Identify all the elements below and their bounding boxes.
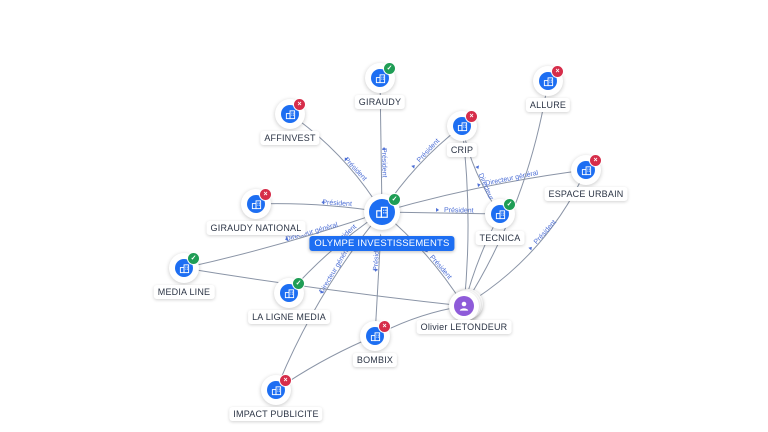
company-node-impact-publicite[interactable]: × [261,374,292,405]
company-node-crip[interactable]: × [447,110,478,141]
company-label[interactable]: CRIP [446,143,478,157]
close-badge-icon: × [378,320,391,333]
edge-arrow-icon [284,236,289,241]
edge-label-group: Président [342,156,367,182]
edge-center-person [381,211,465,307]
company-node-giraudy[interactable]: ✓ [365,62,396,93]
center-company-node[interactable]: ✓ [364,193,401,230]
edge-label-group: Président [424,248,453,281]
close-badge-icon: × [259,188,272,201]
company-label[interactable]: TECNICA [475,231,525,245]
edge-arrow-icon [477,183,481,188]
edge-label-group: Président [436,207,474,215]
edge-label-group: Président [321,199,352,208]
company-node-espace-urbain[interactable]: × [571,154,602,185]
company-label[interactable]: IMPACT PUBLICITE [229,407,323,421]
company-label[interactable]: ESPACE URBAIN [544,187,628,201]
edge-arrow-icon [528,246,532,251]
edge-arrow-icon [382,146,387,150]
edge-label-group: Président [411,138,441,169]
check-badge-icon: ✓ [383,62,396,75]
edge-arrow-icon [411,165,415,169]
edge-center-media_line [183,211,383,269]
check-badge-icon: ✓ [503,198,516,211]
edge-label-group: Directeur général [319,245,353,295]
close-badge-icon: × [293,98,306,111]
edge-arrow-icon [475,165,480,169]
edge-label-group: Président [528,219,558,251]
company-node-la-ligne-media[interactable]: ✓ [274,277,305,308]
company-node-media-line[interactable]: ✓ [169,252,200,283]
edge-arrow-icon [321,200,325,205]
edge-label: Président [416,138,441,164]
edge-label: Président [444,207,474,215]
close-badge-icon: × [551,65,564,78]
check-badge-icon: ✓ [187,252,200,265]
company-label[interactable]: GIRAUDY NATIONAL [206,221,306,235]
map-pin-tail [375,227,389,236]
close-badge-icon: × [589,154,602,167]
edge-label: Président [533,219,558,246]
check-badge-icon: ✓ [388,193,401,206]
edge-label: Président [373,241,382,271]
edge-person-media_line [183,267,465,307]
edge-label-group: Président [373,241,382,272]
edge-arrow-icon [320,290,324,294]
company-node-affinvest[interactable]: × [275,98,306,129]
company-label[interactable]: ALLURE [525,98,571,112]
edge-label: Président [322,199,352,208]
edge-label-group: Président [380,146,387,178]
company-node-allure[interactable]: × [533,65,564,96]
company-label[interactable]: LA LIGNE MEDIA [248,310,330,324]
company-label[interactable]: MEDIA LINE [153,285,215,299]
person-icon [454,296,474,316]
edge-center-affinvest [289,113,383,213]
company-node-giraudy-national[interactable]: × [241,188,272,219]
edge-label: Président [342,156,367,182]
edge-arrow-icon [344,157,349,162]
edge-label: Président [380,148,387,178]
edge-label: Président [428,254,453,281]
company-label[interactable]: AFFINVEST [260,131,320,145]
company-label[interactable]: BOMBIX [352,353,398,367]
center-company-label[interactable]: OLYMPE INVESTISSEMENTS [309,236,455,251]
company-label[interactable]: GIRAUDY [354,95,406,109]
check-badge-icon: ✓ [292,277,305,290]
close-badge-icon: × [279,374,292,387]
company-node-bombix[interactable]: × [360,320,391,351]
close-badge-icon: × [465,110,478,123]
company-node-tecnica[interactable]: ✓ [485,198,516,229]
person-label[interactable]: Olivier LETONDEUR [416,320,512,334]
person-node[interactable] [449,291,479,321]
edge-label: Directeur général [319,245,353,295]
edge-arrow-icon [373,268,378,272]
edge-center-impact_publicite [275,211,383,391]
edge-arrow-icon [436,207,440,212]
